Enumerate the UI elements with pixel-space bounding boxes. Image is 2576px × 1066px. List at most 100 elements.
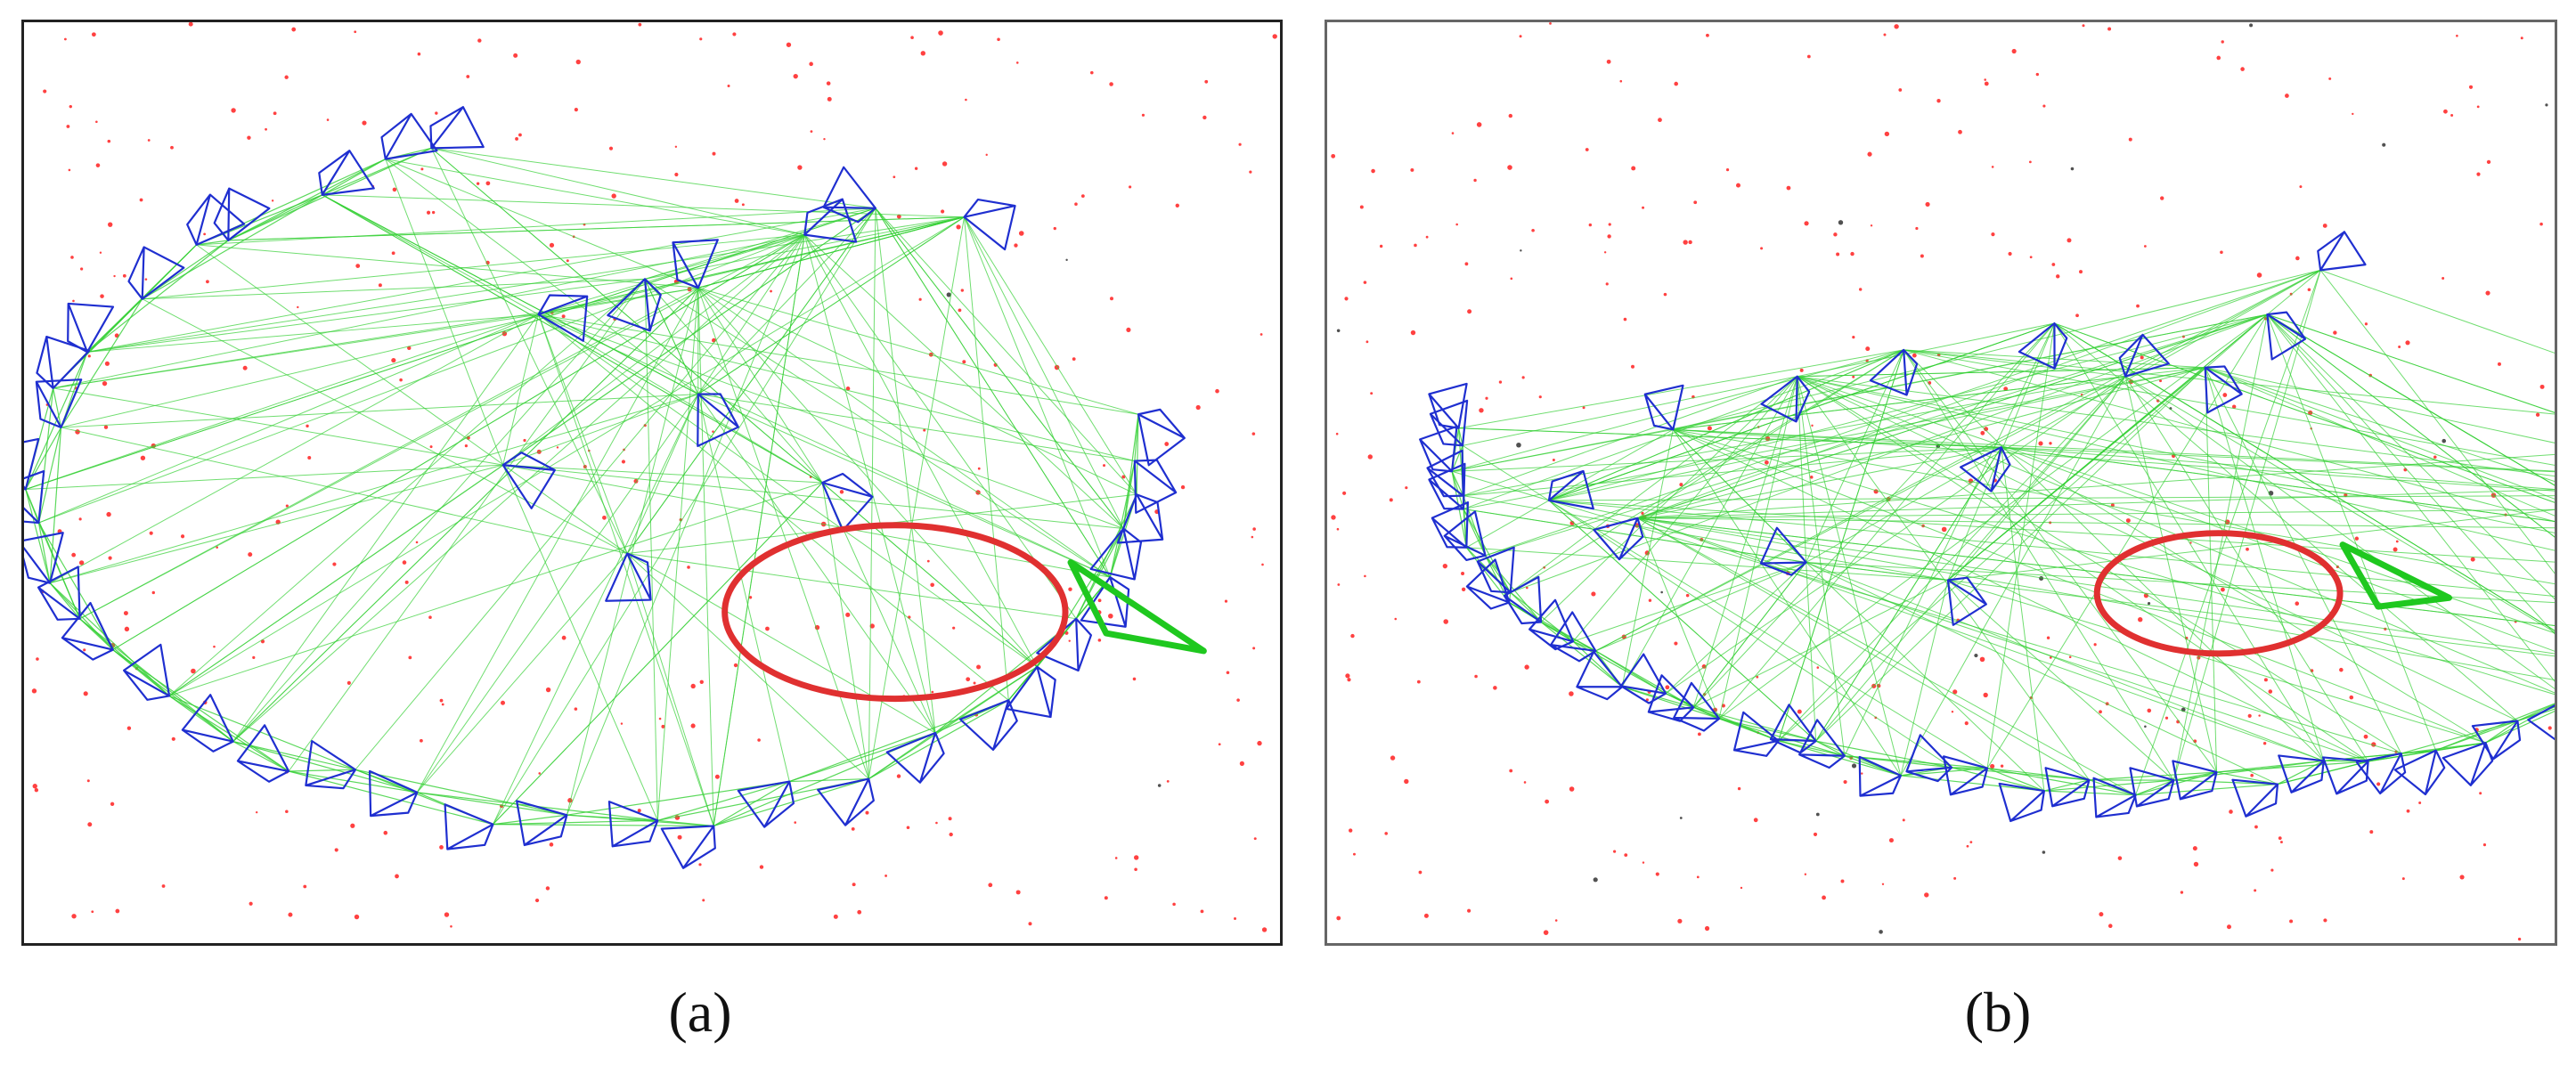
keyframe-edge bbox=[1795, 391, 1810, 422]
map-point bbox=[1342, 491, 1347, 495]
covisibility-edge bbox=[1637, 269, 2321, 519]
covisibility-edge bbox=[626, 553, 936, 734]
map-point bbox=[1545, 799, 1550, 804]
keyframe-edge bbox=[447, 844, 485, 850]
map-point bbox=[1677, 918, 1683, 924]
covisibility-edge bbox=[1637, 313, 2268, 519]
map-point bbox=[869, 623, 875, 629]
covisibility-edge bbox=[355, 769, 567, 816]
map-point bbox=[2144, 245, 2147, 248]
covisibility-edge bbox=[1986, 313, 2268, 769]
map-point bbox=[2393, 547, 2398, 552]
map-point bbox=[247, 135, 251, 140]
covisibility-edge bbox=[1637, 349, 1904, 519]
covisibility-edge bbox=[1797, 367, 2205, 378]
covisibility-edge bbox=[1692, 562, 1807, 708]
covisibility-edge bbox=[168, 216, 965, 696]
map-point bbox=[1121, 475, 1126, 479]
map-point bbox=[2285, 94, 2289, 98]
map-point bbox=[620, 722, 624, 725]
covisibility-edge bbox=[502, 464, 1111, 578]
map-point bbox=[2144, 725, 2147, 728]
covisibility-edge bbox=[1451, 445, 1463, 472]
keyframe-edge bbox=[648, 294, 662, 331]
covisibility-edge bbox=[2172, 313, 2268, 781]
covisibility-edge bbox=[964, 216, 1009, 701]
map-point bbox=[621, 460, 626, 464]
map-point bbox=[1394, 617, 1398, 621]
map-point bbox=[839, 490, 844, 494]
map-point bbox=[2256, 273, 2262, 278]
map-points bbox=[31, 22, 1277, 932]
covisibility-edge bbox=[1548, 428, 1674, 501]
current-camera-icon bbox=[2339, 541, 2453, 610]
covisibility-edge bbox=[142, 244, 197, 300]
map-point bbox=[1336, 329, 1341, 333]
keyframe-edge bbox=[1419, 439, 1434, 470]
map-point bbox=[1674, 81, 1678, 86]
covisibility-edge bbox=[79, 234, 805, 620]
map-point bbox=[786, 42, 792, 47]
map-point bbox=[1593, 877, 1598, 883]
covisibility-edge bbox=[697, 394, 1135, 462]
map-point bbox=[1683, 240, 1688, 245]
map-point bbox=[2406, 809, 2410, 813]
keyframe-edge bbox=[1620, 685, 1650, 704]
covisibility-edge bbox=[1947, 313, 2268, 581]
map-point bbox=[64, 37, 67, 41]
map-point bbox=[99, 251, 102, 254]
covisibility-edge bbox=[2124, 376, 2218, 773]
map-point bbox=[2240, 67, 2245, 71]
map-point bbox=[699, 37, 703, 41]
map-point bbox=[1141, 113, 1145, 117]
covisibility-edge bbox=[538, 313, 1139, 415]
covisibility-edge bbox=[1637, 517, 2368, 762]
covisibility-edge bbox=[385, 159, 805, 236]
map-point bbox=[2075, 313, 2079, 318]
map-point bbox=[1806, 54, 1811, 59]
covisibility-edge bbox=[1637, 446, 2001, 519]
map-point bbox=[2363, 734, 2368, 739]
map-point bbox=[1811, 424, 1814, 427]
covisibility-edge bbox=[25, 489, 81, 619]
map-point bbox=[288, 912, 293, 917]
map-point bbox=[1538, 395, 1542, 399]
map-point bbox=[206, 280, 209, 284]
map-point bbox=[395, 874, 399, 879]
map-point bbox=[307, 455, 312, 460]
covisibility-edge bbox=[1637, 517, 2090, 781]
map-point bbox=[43, 89, 47, 94]
covisibility-edge bbox=[626, 553, 714, 826]
map-point bbox=[415, 541, 419, 544]
map-point bbox=[1249, 170, 1252, 174]
map-point bbox=[962, 360, 966, 364]
map-point bbox=[2354, 536, 2360, 541]
map-point bbox=[1870, 224, 1873, 227]
keyframe-edge bbox=[2492, 739, 2521, 760]
map-point bbox=[1569, 786, 1575, 792]
map-point bbox=[1736, 183, 1740, 188]
map-point bbox=[420, 167, 424, 171]
covisibility-edge bbox=[1947, 579, 2174, 781]
map-point bbox=[1990, 763, 1995, 769]
covisibility-edge bbox=[1463, 376, 2126, 497]
map-point bbox=[2456, 34, 2458, 37]
covisibility-edge bbox=[697, 216, 965, 289]
covisibility-edge bbox=[355, 234, 805, 770]
covisibility-edge bbox=[2319, 270, 2555, 574]
map-point bbox=[126, 726, 132, 730]
map-point bbox=[1984, 427, 1989, 432]
map-point bbox=[271, 199, 274, 202]
map-point bbox=[1867, 151, 1872, 157]
covisibility-edge bbox=[289, 770, 418, 793]
map-point bbox=[2099, 912, 2104, 917]
keyframe-edge bbox=[61, 637, 94, 661]
covisibility-edge bbox=[1718, 376, 1798, 720]
map-point bbox=[115, 908, 120, 914]
map-point bbox=[1861, 772, 1863, 775]
keyframe-edge bbox=[672, 242, 679, 281]
map-point bbox=[83, 648, 86, 652]
map-point bbox=[1665, 685, 1670, 690]
covisibility-edge bbox=[2135, 783, 2278, 796]
map-point bbox=[1261, 563, 1264, 566]
